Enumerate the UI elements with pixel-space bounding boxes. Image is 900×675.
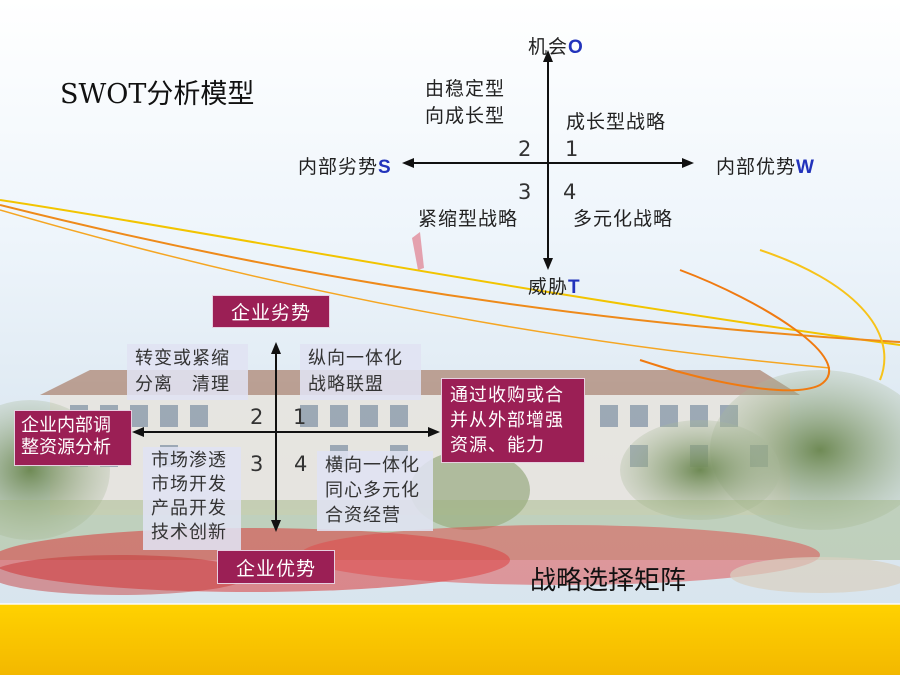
bottom-yellow-band <box>0 604 900 675</box>
decorative-curves <box>0 199 900 392</box>
swot-strength-text: 内部优势 <box>716 156 797 178</box>
matrix-quadrant-4: 横向一体化 同心多元化 合资经营 <box>317 451 433 531</box>
matrix-q1-line2: 战略联盟 <box>308 374 384 395</box>
swot-number-4: 4 <box>563 180 577 204</box>
swot-number-3: 3 <box>518 180 532 204</box>
swot-number-1: 1 <box>565 137 579 161</box>
swot-weakness-text: 内部劣势 <box>298 156 379 178</box>
swot-quadrant-lower-left: 紧缩型战略 <box>418 208 519 230</box>
matrix-axes <box>132 342 440 532</box>
matrix-number-2: 2 <box>250 405 264 429</box>
swot-top-label: 机会O <box>528 32 584 59</box>
swot-left-label: 内部劣势S <box>298 152 392 179</box>
matrix-right-label: 通过收购或合 并从外部增强 资源、能力 <box>441 378 585 463</box>
swot-ul-line1: 由稳定型 <box>425 78 506 100</box>
matrix-q2-line2: 分离 清理 <box>135 374 230 395</box>
swot-right-label: 内部优势W <box>716 152 815 179</box>
matrix-q4-line1: 横向一体化 <box>325 455 420 476</box>
swot-axes <box>402 50 694 270</box>
swot-opportunity-mark: O <box>568 37 584 58</box>
page-title: SWOT分析模型 <box>60 79 255 110</box>
swot-opportunity-text: 机会 <box>528 36 569 58</box>
swot-threat-text: 威胁 <box>528 276 569 298</box>
matrix-right-line1: 通过收购或合 <box>450 385 564 406</box>
swot-ul-line2: 向成长型 <box>425 105 506 127</box>
matrix-number-4: 4 <box>294 452 308 476</box>
matrix-right-line3: 资源、能力 <box>450 435 545 456</box>
flag-ribbon <box>412 232 424 270</box>
matrix-left-line2: 整资源分析 <box>21 437 111 458</box>
matrix-q3-line4: 技术创新 <box>151 522 227 543</box>
matrix-right-line2: 并从外部增强 <box>450 410 564 431</box>
matrix-quadrant-3: 市场渗透 市场开发 产品开发 技术创新 <box>143 447 241 550</box>
matrix-q3-line3: 产品开发 <box>151 498 227 519</box>
swot-quadrant-upper-left: 由稳定型 向成长型 <box>425 76 505 130</box>
matrix-q2-line1: 转变或紧缩 <box>135 348 230 369</box>
matrix-top-label: 企业劣势 <box>212 295 330 328</box>
matrix-bottom-label: 企业优势 <box>217 550 335 584</box>
matrix-q3-line2: 市场开发 <box>151 474 227 495</box>
swot-strength-mark: W <box>796 157 815 178</box>
swot-weakness-mark: S <box>378 157 392 178</box>
matrix-number-3: 3 <box>250 452 264 476</box>
swot-quadrant-upper-right: 成长型战略 <box>566 111 667 133</box>
matrix-q4-line2: 同心多元化 <box>325 480 420 501</box>
matrix-q3-line1: 市场渗透 <box>151 450 227 471</box>
swot-bottom-label: 威胁T <box>528 272 581 299</box>
swot-quadrant-lower-right: 多元化战略 <box>573 208 674 230</box>
matrix-left-line1: 企业内部调 <box>21 415 111 436</box>
matrix-q4-line3: 合资经营 <box>325 505 401 526</box>
matrix-number-1: 1 <box>293 405 307 429</box>
swot-threat-mark: T <box>568 277 581 298</box>
matrix-left-label: 企业内部调 整资源分析 <box>14 410 132 466</box>
matrix-quadrant-2: 转变或紧缩 分离 清理 <box>127 344 248 400</box>
matrix-subtitle: 战略选择矩阵 <box>530 566 687 596</box>
swot-number-2: 2 <box>518 137 532 161</box>
matrix-q1-line1: 纵向一体化 <box>308 348 403 369</box>
matrix-quadrant-1: 纵向一体化 战略联盟 <box>300 344 421 400</box>
